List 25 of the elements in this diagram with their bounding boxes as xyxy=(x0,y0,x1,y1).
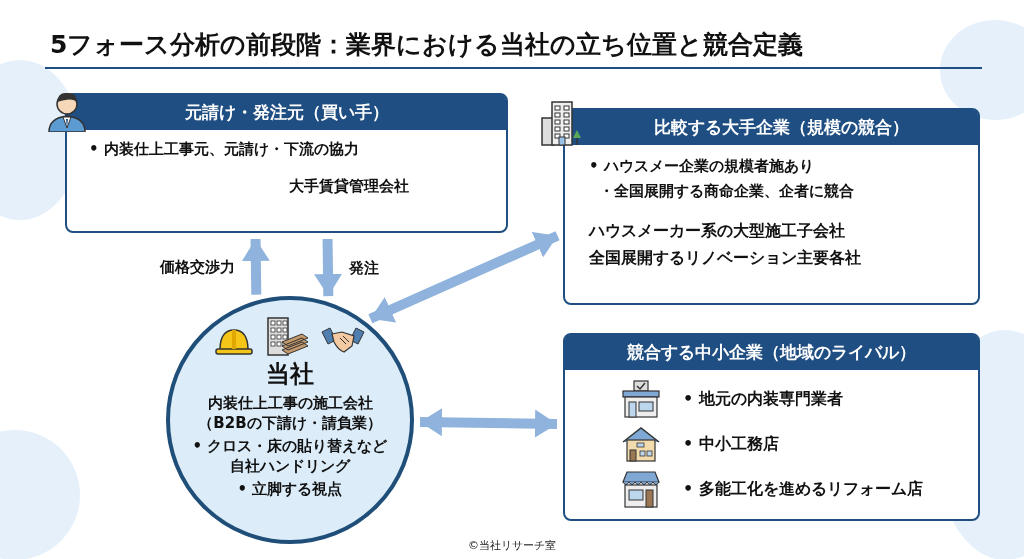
arrow xyxy=(368,231,560,324)
circle-subtitle: 内装仕上工事の施工会社（B2Bの下請け・請負業） xyxy=(197,394,383,433)
bullet-text: • 中小工務店 xyxy=(683,433,779,455)
list-item-text: 全国展開するリノベーション主要各社 xyxy=(589,248,862,269)
list-item-text: ハウスメーカー系の大型施工子会社 xyxy=(589,221,846,242)
arrow xyxy=(419,408,558,438)
bullet-text: • 地元の内装専門業者 xyxy=(683,388,843,410)
panel-box xyxy=(563,108,980,305)
arrow xyxy=(241,238,270,295)
circle-title: 当社 xyxy=(266,359,314,390)
panel-box xyxy=(563,333,980,521)
panel-header: 競合する中小企業（地域のライバル） xyxy=(565,335,978,370)
bullet-text: • 立脚する視点 xyxy=(236,480,344,500)
bullet-text: • クロス・床の貼り替えなど自社ハンドリング xyxy=(191,437,389,476)
arrow xyxy=(314,238,342,297)
body-text: 大手賃貸管理会社 xyxy=(289,177,410,196)
bullet-text: • ハウスメー企業の規模者施あり xyxy=(589,157,815,176)
panel-header: 元請け・発注元（買い手） xyxy=(67,95,506,130)
bullet-text: ・全国展開する商命企業、企者に競合 xyxy=(599,182,855,201)
copyright-note: ©当社リサーチ室 xyxy=(467,538,557,553)
page-title: 5フォース分析の前段階：業界における当社の立ち位置と競合定義 xyxy=(45,28,982,69)
bullet-text: • 内装仕上工事元、元請け・下流の協力 xyxy=(89,140,360,159)
edge-label: 発注 xyxy=(345,258,382,278)
bullet-text: • 多能工化を進めるリフォーム店 xyxy=(683,478,923,500)
panel-box xyxy=(65,93,508,233)
